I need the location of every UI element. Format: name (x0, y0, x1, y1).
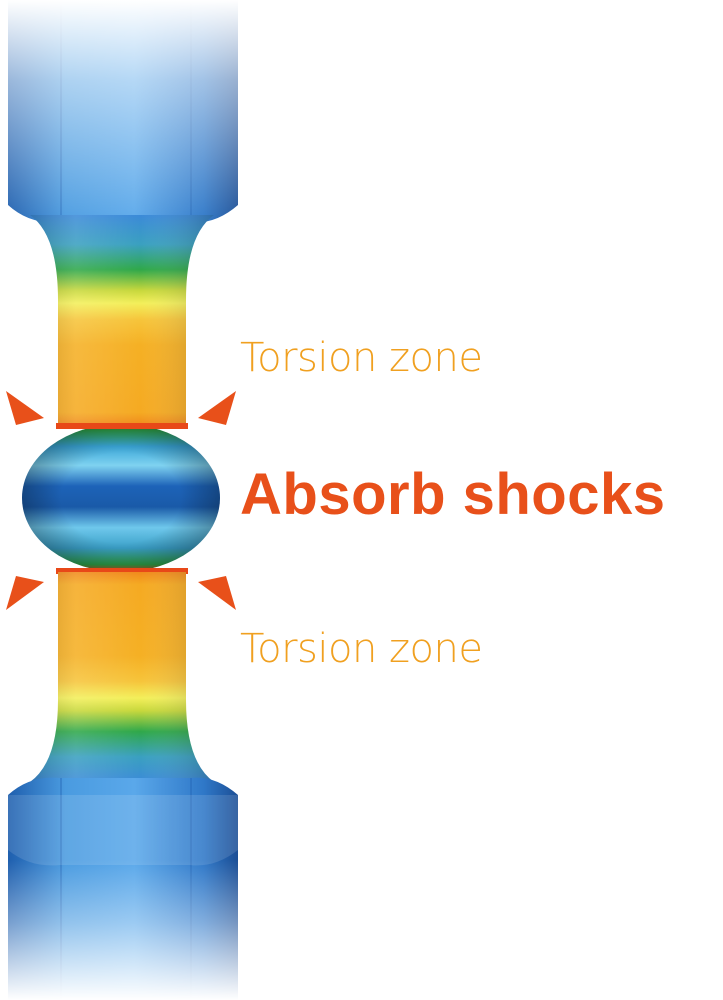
arrow-lower-right-icon (198, 576, 236, 610)
absorb-shocks-label: Absorb shocks (240, 462, 666, 527)
lower-torsion-neck (30, 572, 214, 782)
arrow-lower-left-icon (6, 576, 44, 610)
shock-absorber-ball (22, 423, 220, 574)
torsion-zone-bottom-label: Torsion zone (240, 626, 483, 672)
upper-torsion-neck (30, 215, 214, 425)
arrow-upper-right-icon (198, 391, 236, 425)
lower-shaft (0, 777, 250, 1000)
upper-shaft (0, 0, 250, 230)
arrow-upper-left-icon (6, 391, 44, 425)
torsion-zone-top-label: Torsion zone (240, 335, 483, 381)
